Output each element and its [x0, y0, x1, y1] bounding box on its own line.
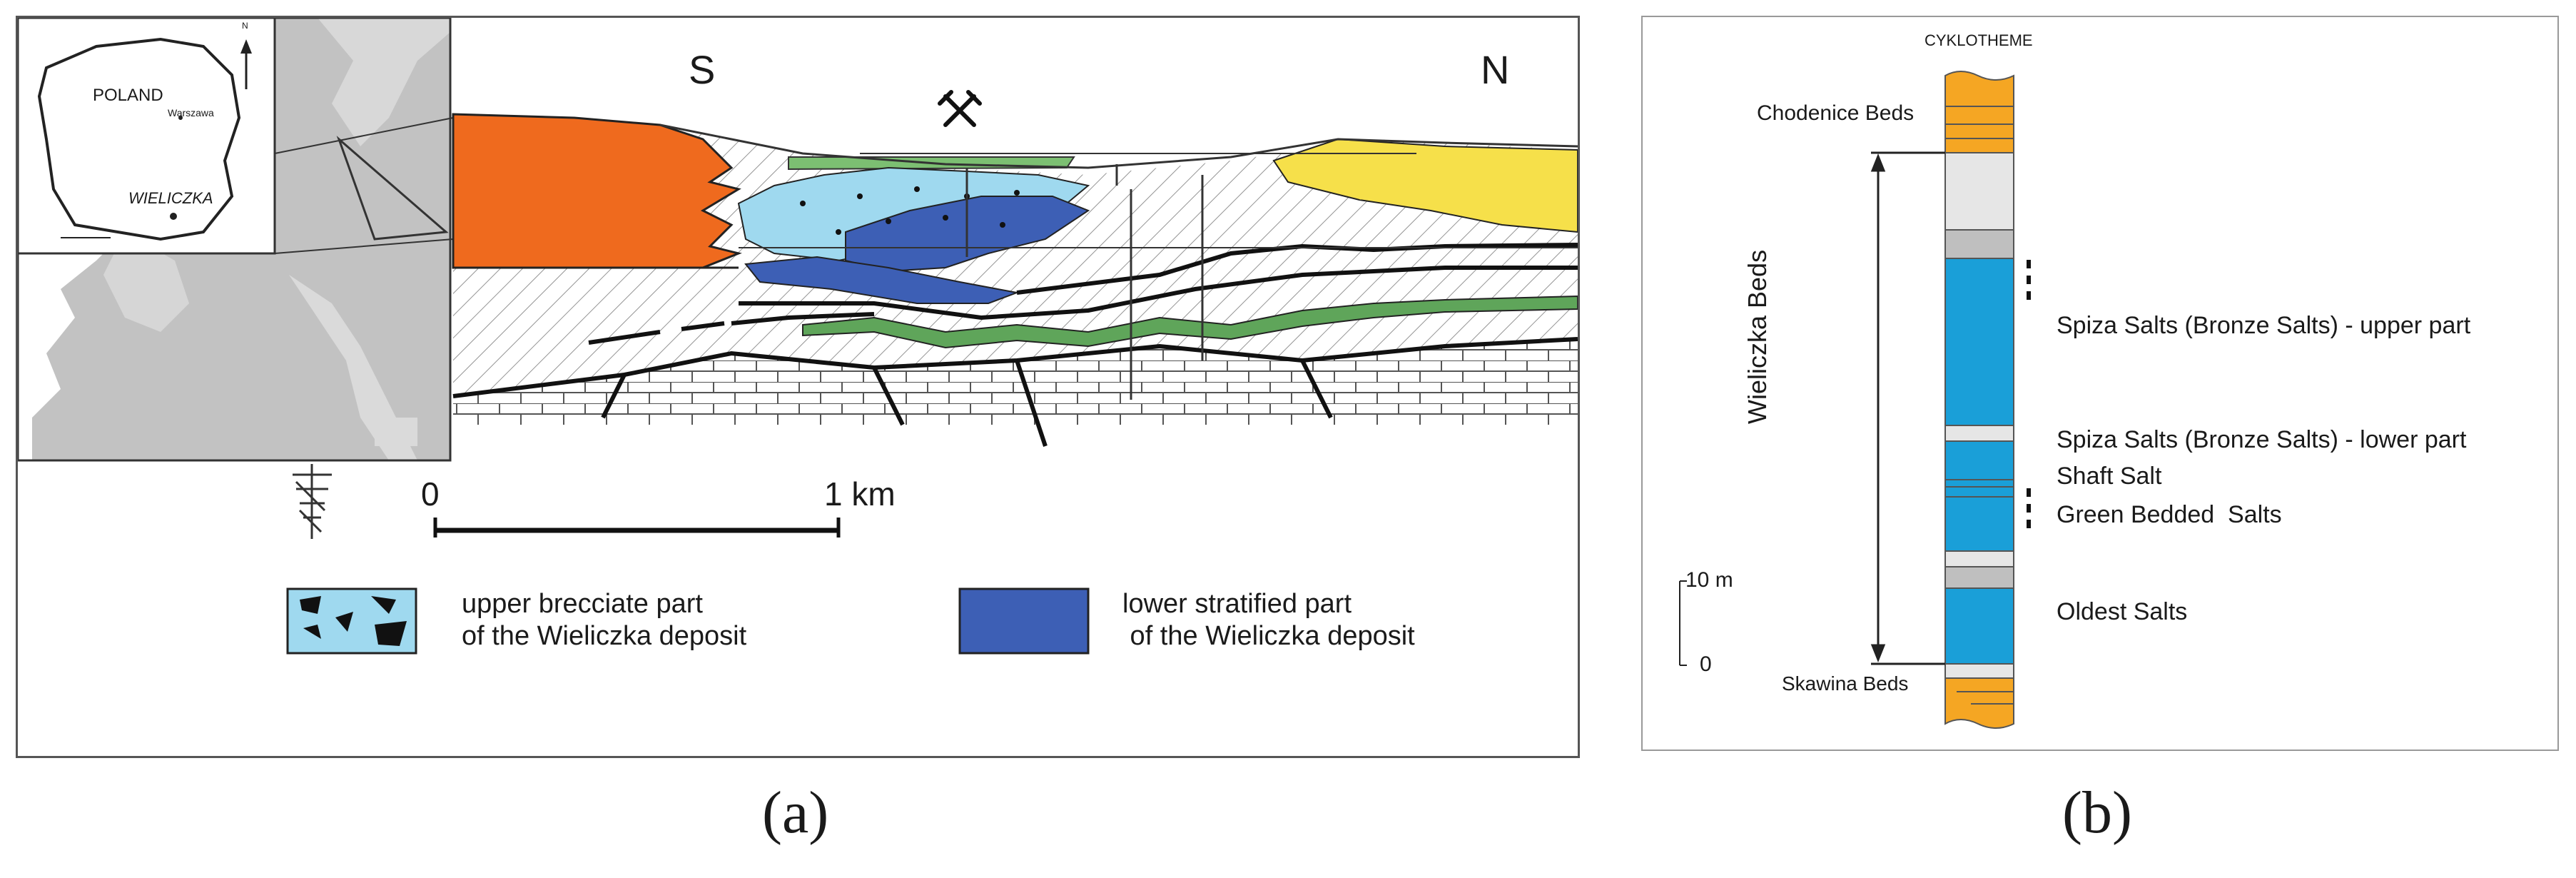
- thrust-line-3: [731, 312, 875, 326]
- column-svg: [1679, 71, 2031, 729]
- gray-layer-1: [1944, 229, 2014, 259]
- unit-spiza-upper: Spiza Salts (Bronze Salts) - upper part: [2057, 312, 2471, 339]
- zoom-triangle: [336, 136, 449, 241]
- hatched-matrix: [453, 132, 1578, 403]
- wieliczka-bracket: [1870, 151, 1945, 665]
- scale-0-label: 0: [1700, 652, 1712, 676]
- light-gray-layer-1: [1944, 152, 2014, 231]
- light-gray-layer-4: [1944, 663, 2014, 679]
- scale-start-label: 0: [421, 475, 440, 513]
- thrust-line-2: [1016, 243, 1578, 295]
- light-gray-layer-2: [1944, 425, 2014, 442]
- dashed-thrust-1: [588, 330, 661, 345]
- panel-a-cross-section: S N 0 1 km POLAND Warszawa WIELICZKA N u…: [16, 16, 1580, 758]
- poland-outline: [37, 37, 241, 241]
- carpathian-orange-unit: [452, 113, 742, 269]
- oldest-salts-layer: [1944, 587, 2014, 665]
- inset-pointer-line: [274, 117, 454, 154]
- legend-breccia-line1: upper brecciate part: [462, 589, 703, 619]
- sicily-shape: [375, 418, 417, 446]
- cross-section-svg: [16, 16, 1578, 655]
- sample-markers: [2027, 260, 2031, 528]
- scale-end-label: 1 km: [824, 475, 896, 513]
- iberia-shade: [103, 232, 189, 332]
- legend-breccia-swatch: [286, 587, 417, 655]
- north-label: N: [1481, 47, 1510, 92]
- borehole-icon: [293, 464, 332, 539]
- chodenice-beds-label: Chodenice Beds: [1757, 101, 1915, 125]
- unit-shaft-salt: Shaft Salt: [2057, 463, 2162, 490]
- inset-north-label: N: [242, 21, 248, 31]
- italy-shape: [289, 275, 417, 460]
- light-gray-layer-3: [1944, 550, 2014, 567]
- legend-breccia-line2: of the Wieliczka deposit: [462, 621, 747, 651]
- chodenice-beds-layer: [1944, 71, 2014, 153]
- legend-stratified-swatch: [958, 587, 1090, 655]
- inset-pointer-line-2: [274, 238, 454, 254]
- breccia-fragments: [800, 186, 1020, 235]
- dashed-thrust-2: [681, 321, 725, 331]
- lower-stratified-part-2: [744, 256, 1020, 304]
- unit-spiza-lower: Spiza Salts (Bronze Salts) - lower part: [2057, 426, 2467, 453]
- spiza-lower-layer: [1944, 440, 2014, 480]
- shaft-green-layer: [1944, 479, 2014, 552]
- skawina-beds-label: Skawina Beds: [1782, 672, 1909, 695]
- unit-green-bedded: Green Bedded Salts: [2057, 501, 2282, 528]
- poland-label: POLAND: [93, 86, 163, 105]
- scale-bar: [433, 518, 841, 538]
- caption-a: (a): [762, 779, 829, 846]
- stratigraphic-column: [1944, 71, 2014, 729]
- scale-10m-label: 10 m: [1685, 568, 1733, 592]
- foreland-yellow-unit: [1272, 138, 1578, 233]
- legend-stratified-line1: lower stratified part: [1122, 589, 1352, 619]
- scandinavia-shade: [318, 18, 450, 146]
- warszawa-label: Warszawa: [168, 107, 214, 118]
- vertical-scale: [1679, 580, 1687, 666]
- legend-stratified-line2: of the Wieliczka deposit: [1122, 621, 1415, 651]
- geological-section: [452, 18, 1578, 468]
- unit-oldest-salts: Oldest Salts: [2057, 598, 2188, 625]
- map-frame: [16, 16, 452, 462]
- wieliczka-label: WIELICZKA: [128, 189, 213, 207]
- panel-b-stratigraphic-column: CYKLOTHEME Chodenice Beds Skawina Beds W…: [1641, 16, 2559, 751]
- mine-hammers-icon: [938, 90, 982, 127]
- thrust-line-1: [739, 266, 1578, 321]
- caption-b: (b): [2062, 779, 2132, 846]
- wieliczka-beds-label: Wieliczka Beds: [1743, 249, 1772, 424]
- gray-layer-2: [1944, 566, 2014, 589]
- spiza-upper-layer: [1944, 258, 2014, 426]
- wieliczka-dot: [170, 213, 177, 220]
- cyklotheme-title: CYKLOTHEME: [1925, 31, 2033, 49]
- south-label: S: [689, 47, 716, 92]
- warszawa-dot: [178, 116, 183, 120]
